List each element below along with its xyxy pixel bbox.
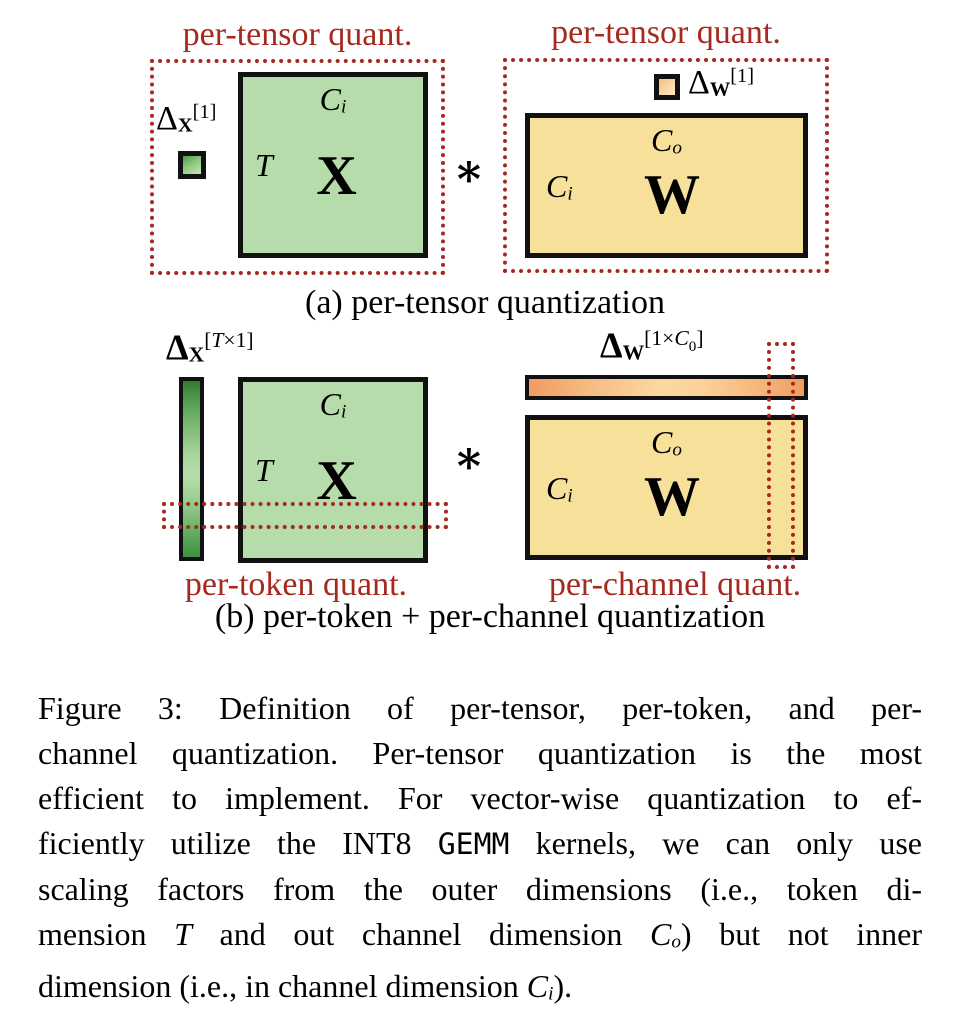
dim-label-co: Co [651, 424, 682, 461]
activation-matrix-b: Ci T X [238, 377, 428, 563]
caption-b: (b) per-token + per-channel quantization [214, 598, 766, 635]
per-token-row-dashed-box [162, 502, 448, 529]
dim-label-ci: Ci [319, 386, 347, 423]
per-channel-quant-label: per-channel quant. [548, 566, 802, 603]
caption-line: ficiently utilize the INT8 GEMM kernels,… [38, 825, 923, 862]
per-token-quant-label: per-token quant. [184, 566, 408, 603]
dim-label-t: T [255, 452, 273, 488]
caption-a: (a) per-tensor quantization [305, 284, 665, 321]
caption-line: Figure 3: Definition of per-tensor, per-… [38, 690, 922, 726]
caption-line: mension T and out channel dimension Co) … [38, 916, 923, 953]
caption-line: scaling factors from the outer dimension… [38, 871, 922, 907]
per-token-scale-bar [179, 377, 204, 561]
per-tensor-dashed-box-activation [150, 59, 445, 275]
multiply-operator-a: ∗ [453, 143, 485, 197]
dim-label-ci: Ci [319, 81, 347, 118]
multiply-operator-b: ∗ [453, 430, 485, 484]
per-tensor-dashed-box-weight [503, 58, 829, 273]
delta-x-scale-label-a: ΔX[1] [156, 100, 217, 137]
dim-label-t: T [255, 147, 273, 183]
dim-label-co: Co [651, 122, 682, 159]
per-tensor-label-weight: per-tensor quant. [551, 14, 781, 51]
caption-line: channel quantization. Per-tensor quantiz… [38, 735, 922, 771]
matrix-name-w: W [643, 163, 700, 226]
per-channel-column-dashed-box [767, 342, 795, 569]
dim-label-ci: Ci [546, 168, 573, 205]
scale-factor-square-w-a [654, 74, 680, 100]
dim-label-ci: Ci [546, 470, 573, 507]
figure-caption: Figure 3: Definition of per-tensor, per-… [38, 686, 922, 1012]
caption-line: dimension (i.e., in channel dimension Ci… [38, 968, 573, 1005]
matrix-name-x: X [316, 449, 357, 512]
per-tensor-label-activation: per-tensor quant. [182, 16, 413, 53]
weight-matrix-b: Co Ci W [525, 415, 808, 560]
delta-w-scale-label-a: ΔW[1] [688, 64, 755, 101]
matrix-name-w: W [643, 465, 700, 528]
per-channel-scale-bar [525, 375, 808, 400]
delta-w-scale-label-b: ΔW[1×C0] [600, 325, 704, 365]
caption-line: efficient to implement. For vector-wise … [38, 780, 922, 816]
matrix-name-x: X [316, 144, 357, 207]
scale-factor-square-x-a [178, 151, 206, 179]
activation-matrix-a: Ci T X [238, 72, 428, 258]
delta-x-scale-label-b: ΔX[T×1] [166, 327, 254, 367]
weight-matrix-a: Co Ci W [525, 113, 808, 258]
